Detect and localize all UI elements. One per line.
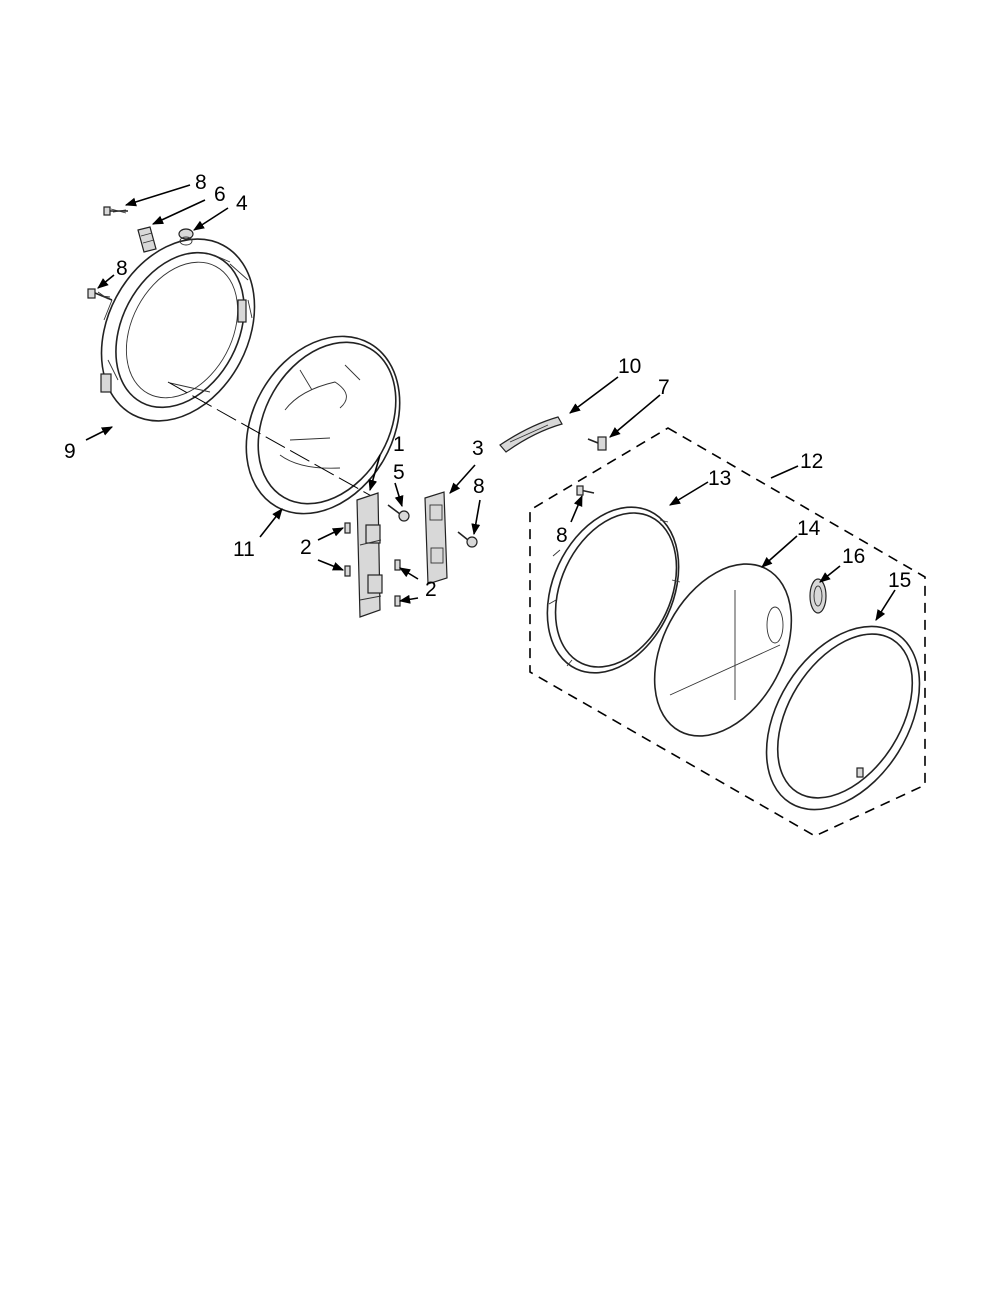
callout-8-kit: 8 <box>556 524 568 547</box>
hinge-bushing-part <box>178 228 194 246</box>
assembly-axis-line <box>167 381 376 499</box>
screw-top-left-part <box>103 206 128 216</box>
callout-10: 10 <box>618 355 641 378</box>
callout-2-left: 2 <box>300 536 312 559</box>
callout-4: 4 <box>236 192 248 215</box>
handle-screw-part <box>587 436 607 451</box>
callout-8-left: 8 <box>116 257 128 280</box>
door-glass-part <box>245 335 401 515</box>
callout-6: 6 <box>214 183 226 206</box>
door-handle-part <box>499 416 563 453</box>
callout-14: 14 <box>797 517 821 540</box>
callout-5: 5 <box>393 461 405 484</box>
hinge-bracket-part <box>137 226 157 253</box>
screw-left-part <box>87 288 113 301</box>
callout-13: 13 <box>708 467 731 490</box>
hinge-plate-part <box>424 491 448 585</box>
small-gasket-part <box>809 578 827 614</box>
hinge-part <box>356 492 383 618</box>
callout-7: 7 <box>658 376 670 399</box>
outer-door-frame-part <box>100 238 256 422</box>
inner-ring-part <box>546 506 681 674</box>
callout-16: 16 <box>842 545 865 568</box>
kit-screw-part <box>576 485 595 496</box>
leader-lines <box>85 184 896 621</box>
callout-8-top: 8 <box>195 171 207 194</box>
callout-12: 12 <box>800 450 823 473</box>
callout-15: 15 <box>888 569 911 592</box>
hinge-plate-screw-part <box>457 531 478 548</box>
callout-labels: 8 6 4 8 9 11 1 5 2 2 3 8 10 7 12 13 8 14… <box>64 171 911 601</box>
callout-8-mid: 8 <box>473 475 485 498</box>
callout-1: 1 <box>393 433 405 456</box>
trim-ring-part <box>765 625 921 811</box>
callout-11: 11 <box>233 538 255 561</box>
callout-2-right: 2 <box>425 578 437 601</box>
hinge-pins-part <box>344 522 401 607</box>
inner-door-kit-box <box>529 427 926 837</box>
hinge-screw-part <box>387 504 410 522</box>
inner-door-panel-part <box>653 563 793 737</box>
callout-3: 3 <box>472 437 484 460</box>
callout-9: 9 <box>64 440 76 463</box>
